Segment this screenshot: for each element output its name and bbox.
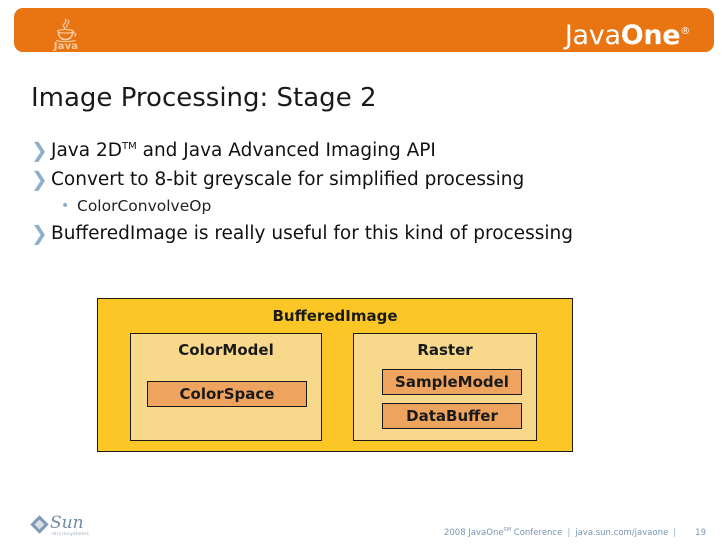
sun-logo-word: Sun: [50, 513, 84, 533]
sun-logo-subtitle: microsystems: [52, 532, 90, 537]
sub-bullet-item-1-text: ColorConvolveOp: [77, 197, 212, 215]
page-title: Image Processing: Stage 2: [31, 83, 377, 113]
java-logo: Java: [44, 18, 88, 54]
sun-microsystems-logo: Sun microsystems: [30, 513, 113, 540]
bullet-list: ❯ Java 2DTM and Java Advanced Imaging AP…: [31, 137, 691, 249]
java-logo-label: Java: [53, 41, 79, 52]
javaone-brand-light: Java: [564, 20, 621, 51]
bullet-item-2-text: Convert to 8-bit greyscale for simplifie…: [51, 169, 525, 190]
footer-conference-after: Conference: [511, 527, 563, 538]
footer-separator-2: |: [673, 527, 677, 538]
bullet-1-text-after: and Java Advanced Imaging API: [136, 140, 436, 161]
page-number: 19: [695, 527, 706, 538]
javaone-brand: JavaOne®: [565, 17, 690, 51]
bullet-dot-icon: •: [61, 198, 70, 214]
footer-separator-1: |: [567, 527, 571, 538]
registered-mark: ®: [680, 26, 690, 37]
footer-credits: 2008 JavaOneSM Conference | java.sun.com/j…: [444, 524, 706, 539]
databuffer-chip: DataBuffer: [382, 403, 522, 429]
javaone-brand-bold: One: [620, 20, 681, 51]
chevron-right-icon: ❯: [31, 167, 48, 191]
bullet-item-1-text: Java 2DTM and Java Advanced Imaging API: [51, 137, 436, 164]
chevron-right-icon: ❯: [31, 221, 48, 245]
chevron-right-icon: ❯: [31, 138, 48, 162]
java-coffee-cup-icon: [55, 18, 77, 42]
bufferedimage-diagram: BufferedImage ColorModel ColorSpace Rast…: [97, 298, 573, 452]
footer-servicemark: SM: [503, 527, 512, 533]
colormodel-panel: ColorModel ColorSpace: [130, 333, 322, 441]
bullet-1-text-before: Java 2D: [51, 140, 122, 161]
footer-conference-before: 2008 JavaOne: [443, 527, 504, 538]
bullet-1-superscript: TM: [121, 140, 137, 152]
diagram-title: BufferedImage: [272, 307, 398, 325]
samplemodel-chip: SampleModel: [382, 369, 522, 395]
bullet-item-3: ❯ BufferedImage is really useful for thi…: [31, 220, 691, 247]
raster-panel: Raster SampleModel DataBuffer: [353, 333, 537, 441]
header-bar: Java JavaOne®: [14, 8, 714, 52]
sub-bullet-item-1: • ColorConvolveOp: [61, 195, 691, 217]
raster-panel-title: Raster: [417, 341, 473, 359]
colorspace-chip: ColorSpace: [147, 381, 307, 407]
bullet-item-1: ❯ Java 2DTM and Java Advanced Imaging AP…: [31, 137, 691, 164]
colormodel-panel-title: ColorModel: [178, 341, 274, 359]
bullet-item-3-text: BufferedImage is really useful for this …: [51, 223, 573, 244]
sun-diamond-icon: [30, 515, 49, 534]
bullet-item-2: ❯ Convert to 8-bit greyscale for simplif…: [31, 166, 691, 193]
footer-url: java.sun.com/javaone: [575, 527, 669, 538]
